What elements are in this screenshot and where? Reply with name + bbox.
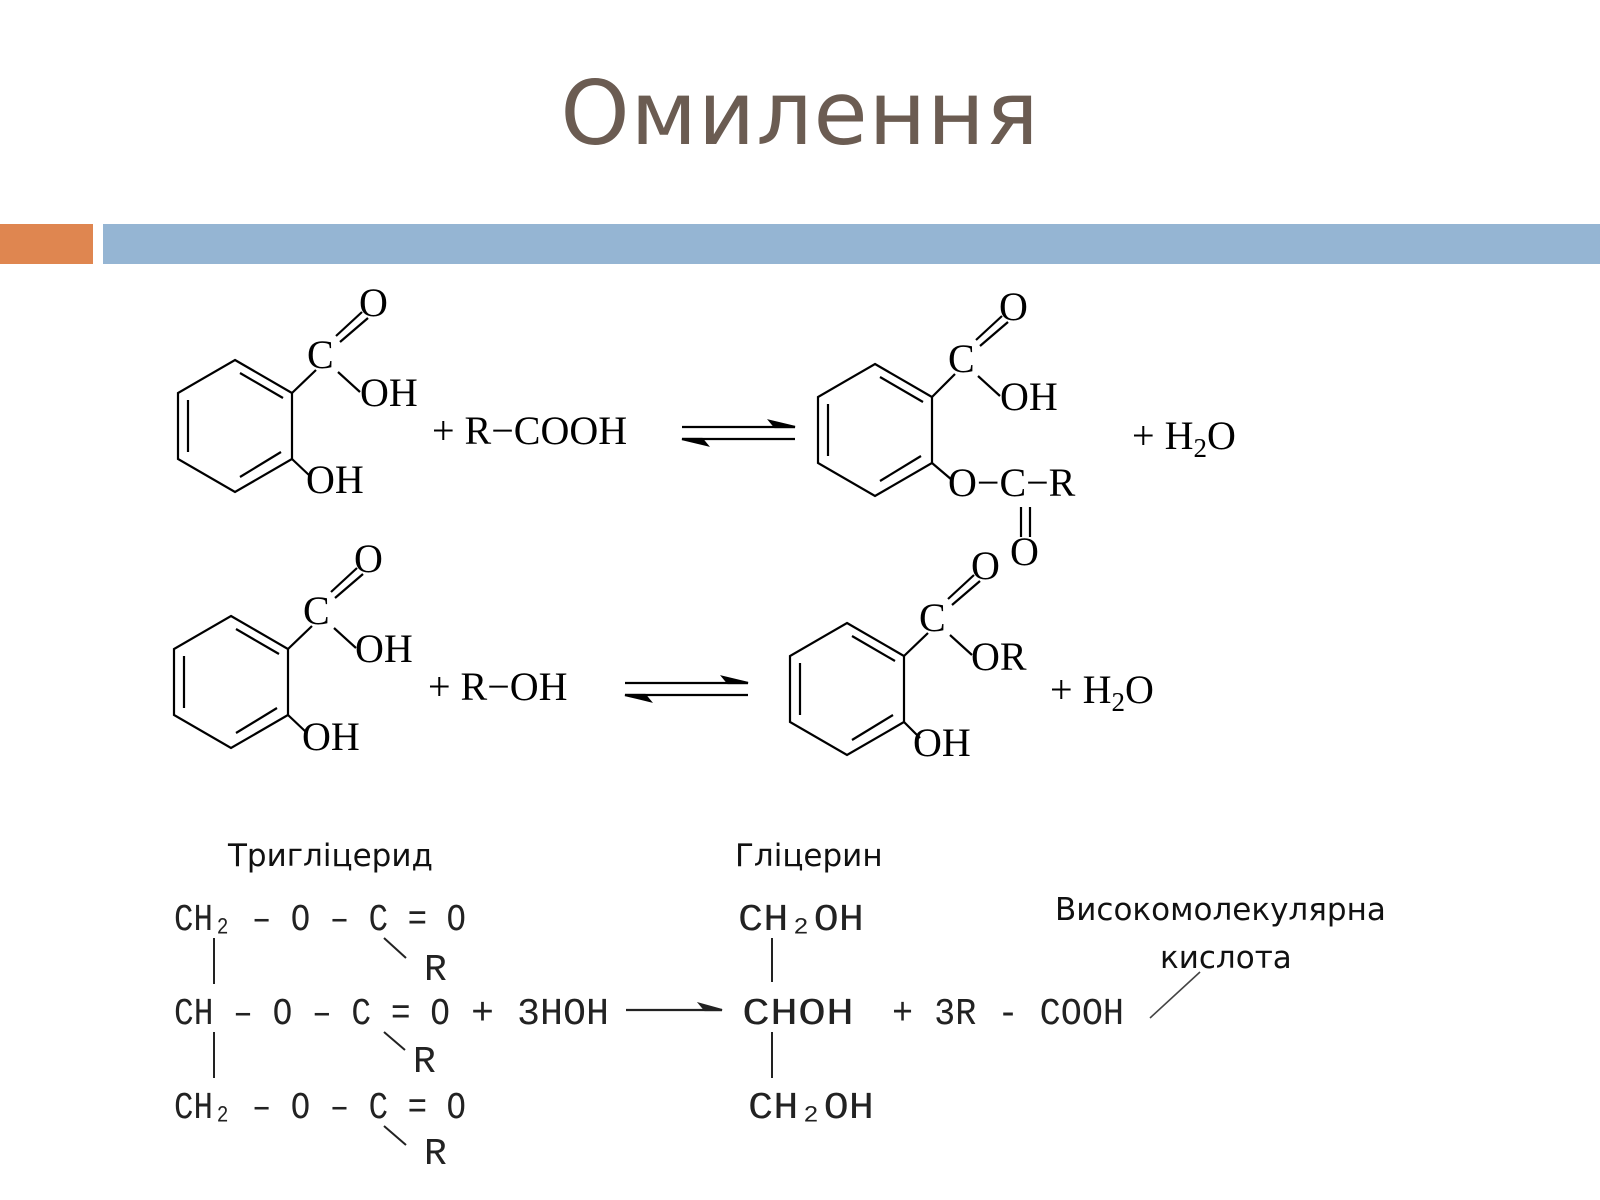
bond xyxy=(291,369,317,394)
reagent-label: + R−OH xyxy=(428,664,568,709)
atom-label: C xyxy=(919,595,946,640)
bond xyxy=(287,714,307,733)
label-acid-line2: кислота xyxy=(1160,940,1292,976)
bond xyxy=(291,458,311,477)
bond xyxy=(337,371,361,393)
triglyceride-structure: CH₂ – O – C = O CH – O – C = O CH₂ – O –… xyxy=(174,899,466,1176)
atom-label: OH xyxy=(302,714,360,759)
pointer-line xyxy=(1149,971,1201,1019)
glycerol-row2: CHOH xyxy=(742,993,854,1036)
glycerol-row1: CH₂OH xyxy=(738,899,864,942)
r-group: R xyxy=(424,949,447,992)
atom-label: C xyxy=(307,332,334,377)
equilibrium-arrow xyxy=(624,675,749,703)
accent-bar-blue xyxy=(103,224,1600,264)
slide-title: Омилення xyxy=(560,62,1040,165)
benzene-ring xyxy=(176,358,294,494)
bond xyxy=(330,567,358,593)
benzene-ring xyxy=(788,621,906,757)
atom-label: OH xyxy=(1000,374,1058,419)
triglyceride-row1: CH₂ – O – C = O xyxy=(174,899,466,942)
atom-label: O xyxy=(354,536,383,581)
atom-label: C xyxy=(948,336,975,381)
reaction-arrow xyxy=(626,1002,723,1012)
benzene-ring xyxy=(816,362,934,498)
bond xyxy=(979,321,1009,347)
water-label: + H2O xyxy=(1050,667,1154,717)
reaction2 xyxy=(172,567,981,757)
reagent-label: + R−COOH xyxy=(432,408,627,453)
bond xyxy=(287,625,313,650)
bond xyxy=(931,373,956,398)
glycerol-structure: CH₂OH CHOH CH₂OH xyxy=(738,899,874,1130)
bond xyxy=(333,627,357,649)
triglyceride-row3: CH₂ – O – C = O xyxy=(174,1087,466,1130)
benzene-ring xyxy=(172,614,290,750)
atom-label: OH xyxy=(360,370,418,415)
atom-label: O xyxy=(359,280,388,325)
bond xyxy=(383,1031,406,1051)
acid-product: + 3R - COOH xyxy=(892,993,1124,1036)
bond xyxy=(383,937,407,959)
atom-label: O xyxy=(1010,529,1039,574)
bond xyxy=(339,317,369,343)
accent-bar-orange xyxy=(0,224,93,264)
bond xyxy=(975,315,1003,341)
bond xyxy=(949,634,973,656)
reaction1 xyxy=(176,311,1032,537)
r-group: R xyxy=(424,1133,447,1176)
bond xyxy=(903,632,929,657)
atom-label: O xyxy=(971,543,1000,588)
r-group: R xyxy=(413,1041,436,1084)
atom-label: OH xyxy=(913,720,971,765)
water-label: + H2O xyxy=(1132,413,1236,463)
bond xyxy=(383,1125,407,1146)
water-reagent: + 3HOH xyxy=(471,993,609,1036)
bond xyxy=(334,573,364,599)
atom-label: OH xyxy=(306,457,364,502)
reaction1-labels: O C OH OH + R−COOH O C OH O−C−R O + H2O xyxy=(306,280,1236,574)
label-glycerol: Гліцерин xyxy=(735,838,883,874)
atom-label: OR xyxy=(971,634,1027,679)
label-acid-line1: Високомолекулярна xyxy=(1055,892,1386,928)
bond xyxy=(903,721,921,739)
bond xyxy=(335,311,363,337)
atom-label: O−C−R xyxy=(948,460,1076,505)
reaction2-labels: O C OH OH + R−OH O C OR OH + H2O xyxy=(302,536,1154,765)
atom-label: OH xyxy=(355,626,413,671)
glycerol-row3: CH₂OH xyxy=(748,1087,874,1130)
label-triglyceride: Тригліцерид xyxy=(228,838,433,874)
atom-label: C xyxy=(303,588,330,633)
bond xyxy=(931,462,953,481)
bond xyxy=(977,375,1001,397)
bond xyxy=(947,574,975,600)
equilibrium-arrow xyxy=(681,419,796,447)
atom-label: O xyxy=(999,284,1028,329)
bond xyxy=(951,580,981,606)
triglyceride-row2: CH – O – C = O xyxy=(174,993,450,1036)
